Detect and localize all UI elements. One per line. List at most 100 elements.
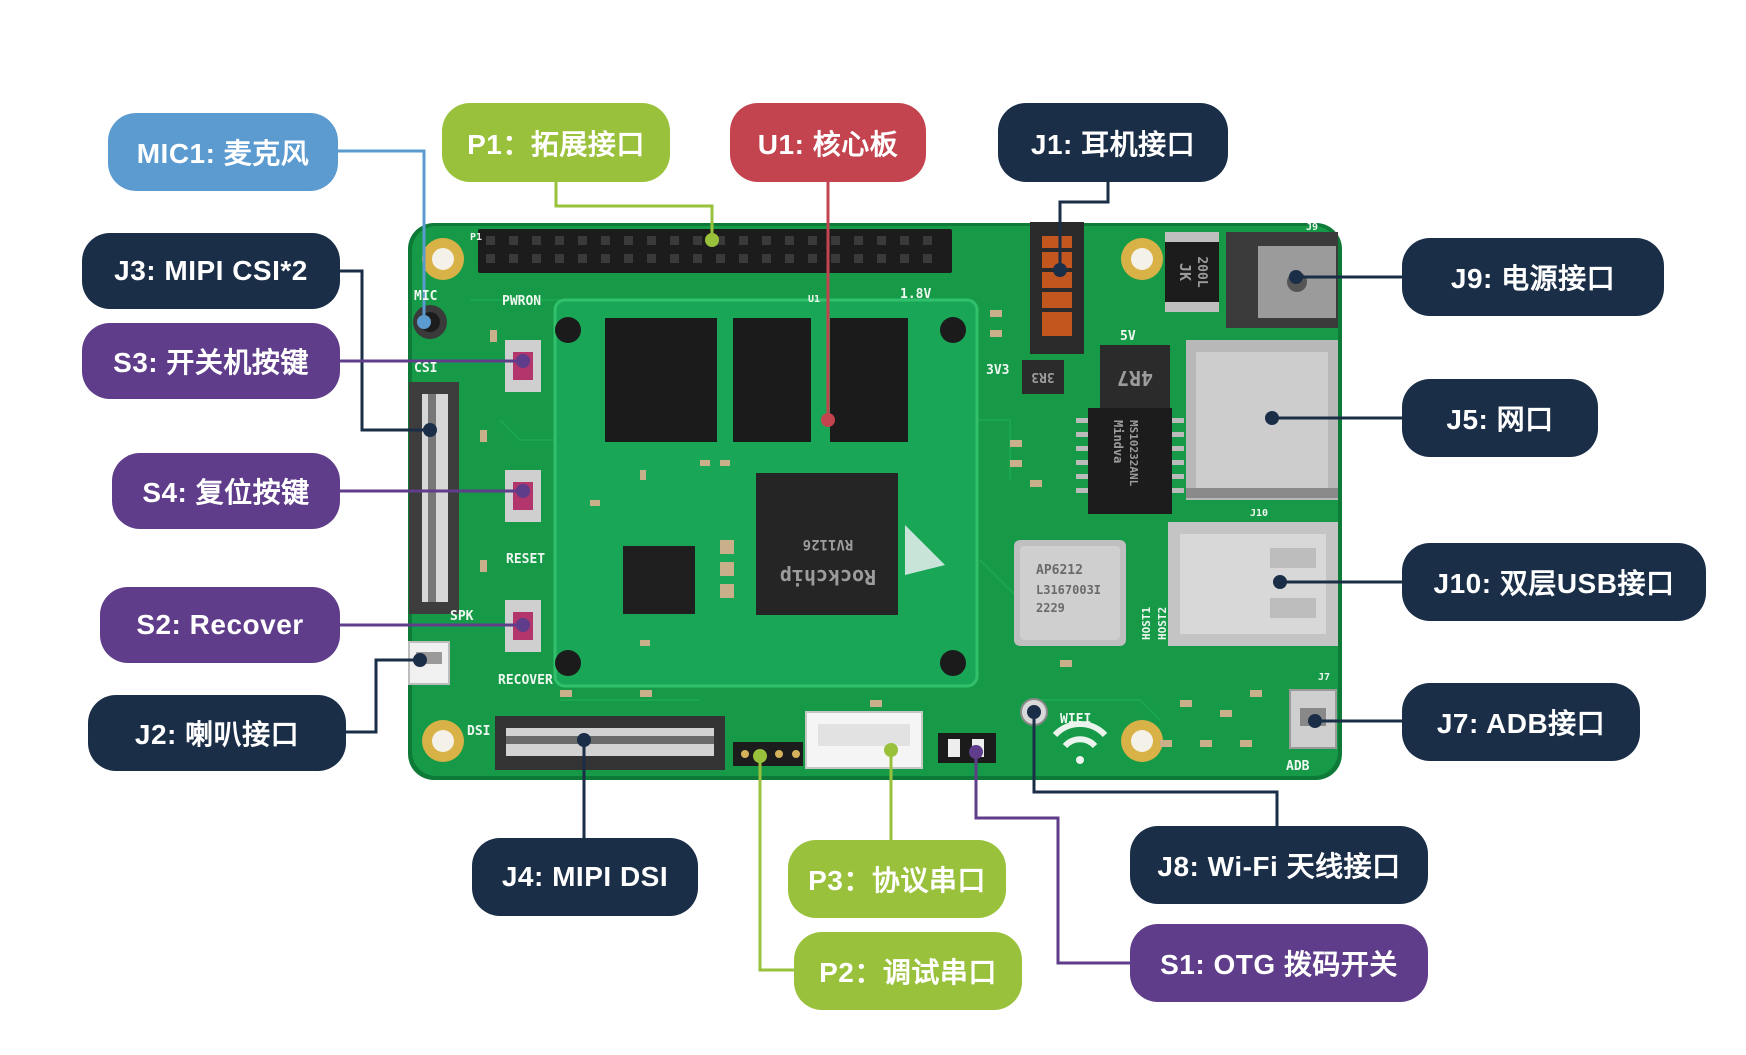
silk-3v3: 3V3 <box>986 363 1009 378</box>
mount-hole-center <box>1131 248 1153 270</box>
soc-model: RV1126 <box>803 536 854 552</box>
s1-dot <box>969 745 983 759</box>
j3-dot <box>423 423 437 437</box>
memory-chip <box>605 318 717 442</box>
label-p1-text: P1：拓展接口 <box>467 128 645 160</box>
j10-connector <box>1168 522 1338 646</box>
wifi-chip-line2: L3167003I <box>1036 583 1101 597</box>
header-pin <box>716 254 725 263</box>
header-pin <box>831 236 840 245</box>
label-s3: S3: 开关机按键 <box>82 323 340 399</box>
label-j5: J5: 网口 <box>1402 379 1598 457</box>
label-s4-text: S4: 复位按键 <box>142 477 310 508</box>
silkscreen: MIC CSI PWRON RESET SPK RECOVER DSI WIFI… <box>414 222 1330 774</box>
header-pin <box>601 254 610 263</box>
passives <box>590 460 734 646</box>
s1-body <box>938 733 996 763</box>
header-pin <box>693 236 702 245</box>
j4-dot <box>577 733 591 747</box>
label-j4: J4: MIPI DSI <box>472 838 698 916</box>
j1-line <box>1058 182 1110 270</box>
core-board <box>553 298 979 688</box>
j10-dot <box>1273 575 1287 589</box>
silk-j9: J9 <box>1306 222 1318 233</box>
header-pin <box>578 236 587 245</box>
silk-p1: P1 <box>470 232 482 243</box>
header-pin <box>808 236 817 245</box>
j9-connector <box>1226 232 1338 328</box>
header-pin <box>693 254 702 263</box>
inductor-3r3 <box>1022 360 1064 394</box>
wifi-chip-line3: 2229 <box>1036 601 1065 615</box>
header-pin <box>486 236 495 245</box>
label-s3-text: S3: 开关机按键 <box>113 347 309 378</box>
silk-18v: 1.8V <box>900 287 931 302</box>
wifi-chip-model: AP6212 <box>1036 563 1083 578</box>
label-j10: J10: 双层USB接口 <box>1402 543 1706 621</box>
chip-markings: Rockchip RV1126 AP6212 L3167003I 2229 Mi… <box>780 256 1209 615</box>
p2-dot <box>753 749 767 763</box>
header-pin <box>739 236 748 245</box>
inductor-body <box>1022 360 1064 394</box>
header-pin <box>831 254 840 263</box>
transformer-body <box>1088 408 1172 514</box>
s4-dot <box>516 484 530 498</box>
transformer-brand: Mindva <box>1111 420 1125 463</box>
j4-connector <box>495 716 725 770</box>
header-pin <box>647 236 656 245</box>
header-pin <box>762 236 771 245</box>
label-s2: S2: Recover <box>100 587 340 663</box>
s2-dot <box>516 618 530 632</box>
p2-header <box>733 742 803 766</box>
silk-csi: CSI <box>414 361 437 376</box>
p1-line <box>554 182 714 240</box>
header-pin <box>739 254 748 263</box>
label-j3: J3: MIPI CSI*2 <box>82 233 340 309</box>
label-s4: S4: 复位按键 <box>112 453 340 529</box>
header-pin <box>578 254 587 263</box>
header-pin <box>923 236 932 245</box>
j8-dot <box>1027 705 1041 719</box>
j2-dot <box>413 653 427 667</box>
screw <box>940 317 966 343</box>
wifi-module <box>1014 540 1126 646</box>
header-pin <box>486 254 495 263</box>
silk-host1: HOST1 <box>1140 607 1153 640</box>
label-j8: J8: Wi-Fi 天线接口 <box>1130 826 1428 904</box>
silk-reset: RESET <box>506 552 545 567</box>
label-s1-text: S1: OTG 拨码开关 <box>1160 949 1398 980</box>
header-pin <box>808 254 817 263</box>
header-pin <box>555 236 564 245</box>
header-pin <box>647 254 656 263</box>
label-p2: P2：调试串口 <box>794 932 1022 1010</box>
fuse-component <box>1165 232 1219 312</box>
label-j2-text: J2: 喇叭接口 <box>134 719 300 750</box>
label-j3-text: J3: MIPI CSI*2 <box>114 255 308 286</box>
p3-dot <box>884 743 898 757</box>
memory-chip <box>733 318 811 442</box>
p1-header <box>478 229 952 273</box>
triangle-logo <box>905 525 945 575</box>
j8-line <box>1032 712 1279 826</box>
j7-dot <box>1308 714 1322 728</box>
header-pin <box>670 254 679 263</box>
j2-line <box>346 658 420 734</box>
label-j10-text: J10: 双层USB接口 <box>1433 568 1675 599</box>
callout-lines <box>338 149 1402 972</box>
ethernet-transformer <box>1076 408 1184 514</box>
header-pin <box>555 254 564 263</box>
mount-hole-center <box>1131 730 1153 752</box>
memory-chip <box>830 318 908 442</box>
label-j7-text: J7: ADB接口 <box>1436 708 1606 739</box>
soc-brand: Rockchip <box>780 565 876 589</box>
label-mic1: MIC1: 麦克风 <box>108 113 338 191</box>
label-j1-text: J1: 耳机接口 <box>1030 128 1196 160</box>
mic1-dot <box>417 315 431 329</box>
transformer-model: MS10232ANL <box>1127 420 1140 487</box>
header-pin <box>854 236 863 245</box>
j3-connector <box>409 382 459 614</box>
silk-u1: U1 <box>808 294 820 305</box>
label-j4-text: J4: MIPI DSI <box>501 861 669 892</box>
p2-line <box>758 756 794 972</box>
inductor-3r3-label: 3R3 <box>1031 369 1054 384</box>
